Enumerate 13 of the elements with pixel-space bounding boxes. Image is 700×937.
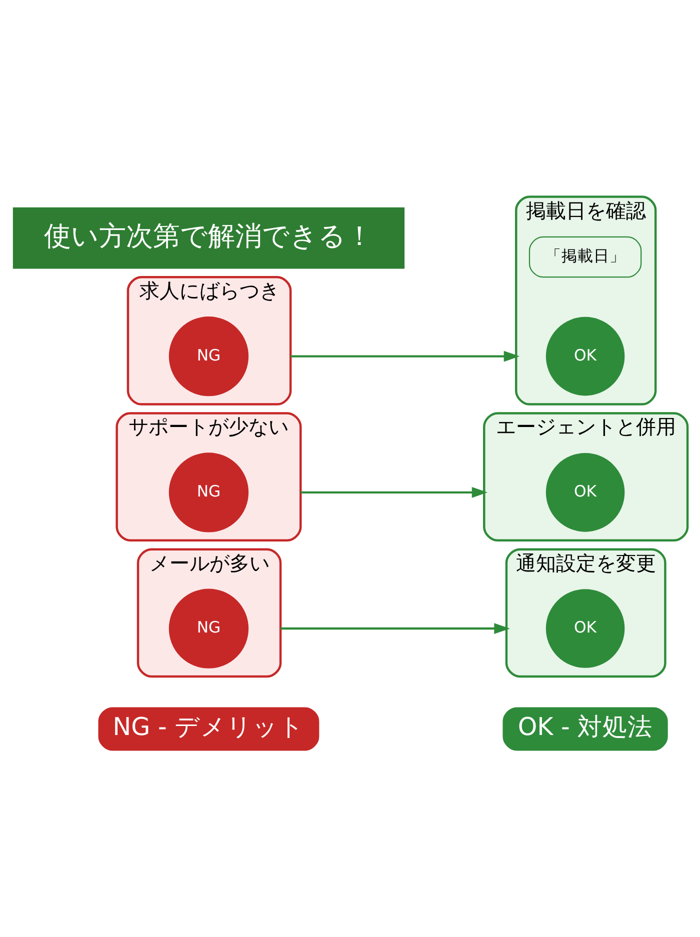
arrow — [280, 622, 510, 634]
node-box: OK - 対処法 — [502, 706, 668, 750]
node-box: 「掲載日」 — [528, 236, 642, 278]
arrow — [300, 486, 488, 498]
node-box: NG - デメリット — [98, 706, 319, 750]
node-circle: OK — [545, 316, 624, 396]
node-circle: NG — [168, 316, 248, 396]
arrow — [290, 350, 519, 362]
node-box: 使い方次第で解消できる！ — [12, 206, 404, 268]
node-circle: OK — [545, 452, 624, 532]
node-circle: NG — [168, 588, 248, 668]
node-circle: NG — [168, 452, 248, 532]
node-circle: OK — [545, 588, 624, 668]
